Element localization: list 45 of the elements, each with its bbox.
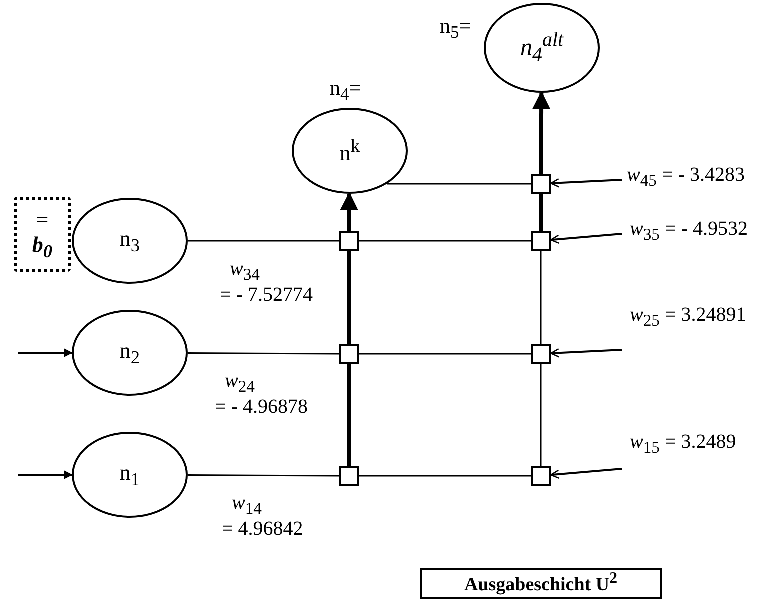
arrow — [550, 468, 622, 480]
neuron-label: n$_{1}$ — [120, 460, 140, 490]
connector-line — [540, 364, 542, 466]
connector-line — [359, 475, 531, 477]
neuron-label: n$_{2}$ — [120, 338, 140, 368]
neuron-label: n$_{3}$ — [120, 226, 140, 256]
connector-line — [188, 474, 339, 477]
junction-square — [531, 174, 551, 194]
connector-line — [359, 353, 531, 355]
junction-square — [339, 466, 359, 486]
bias-box — [14, 197, 71, 272]
connector-line — [347, 251, 351, 344]
weight-label: w$_{14}$ = 4.96842 — [222, 492, 304, 540]
arrow — [18, 348, 73, 358]
arrow — [550, 178, 622, 188]
arrow — [550, 348, 622, 358]
arrow — [550, 233, 622, 244]
equals-sign: = — [36, 206, 49, 232]
arrow — [340, 192, 358, 232]
weight-label: w$_{34}$ = - 7.52774 — [220, 258, 313, 306]
junction-square — [531, 466, 551, 486]
bias-symbol: b$_{0}$ — [32, 232, 53, 262]
connector-line — [540, 251, 542, 344]
arrow — [532, 91, 551, 174]
arrow — [18, 470, 73, 480]
node-caption: n$_{5}$= — [440, 14, 472, 44]
connector-line — [387, 183, 531, 185]
layer-title: Ausgabeschicht U$^{2}$ — [464, 570, 618, 597]
connector-line — [188, 240, 339, 242]
weight-label: w$_{35}$ = - 4.9532 — [630, 218, 748, 244]
weight-label: w$_{25}$ = 3.24891 — [630, 304, 746, 330]
weight-label: w$_{45}$ = - 3.4283 — [627, 164, 745, 190]
weight-label: w$_{24}$ = - 4.96878 — [215, 370, 308, 418]
connector-line — [359, 240, 531, 242]
junction-square — [531, 344, 551, 364]
layer-title-box — [420, 568, 662, 599]
junction-square — [531, 231, 551, 251]
junction-square — [339, 344, 359, 364]
connector-line — [539, 194, 543, 231]
weight-label: w$_{15}$ = 3.2489 — [630, 431, 736, 458]
connector-line — [347, 364, 351, 466]
connector-line — [188, 352, 339, 355]
node-caption: n$_{4}$= — [330, 76, 362, 106]
neuron-label: n$^{k}$ — [340, 136, 360, 166]
junction-square — [339, 231, 359, 251]
